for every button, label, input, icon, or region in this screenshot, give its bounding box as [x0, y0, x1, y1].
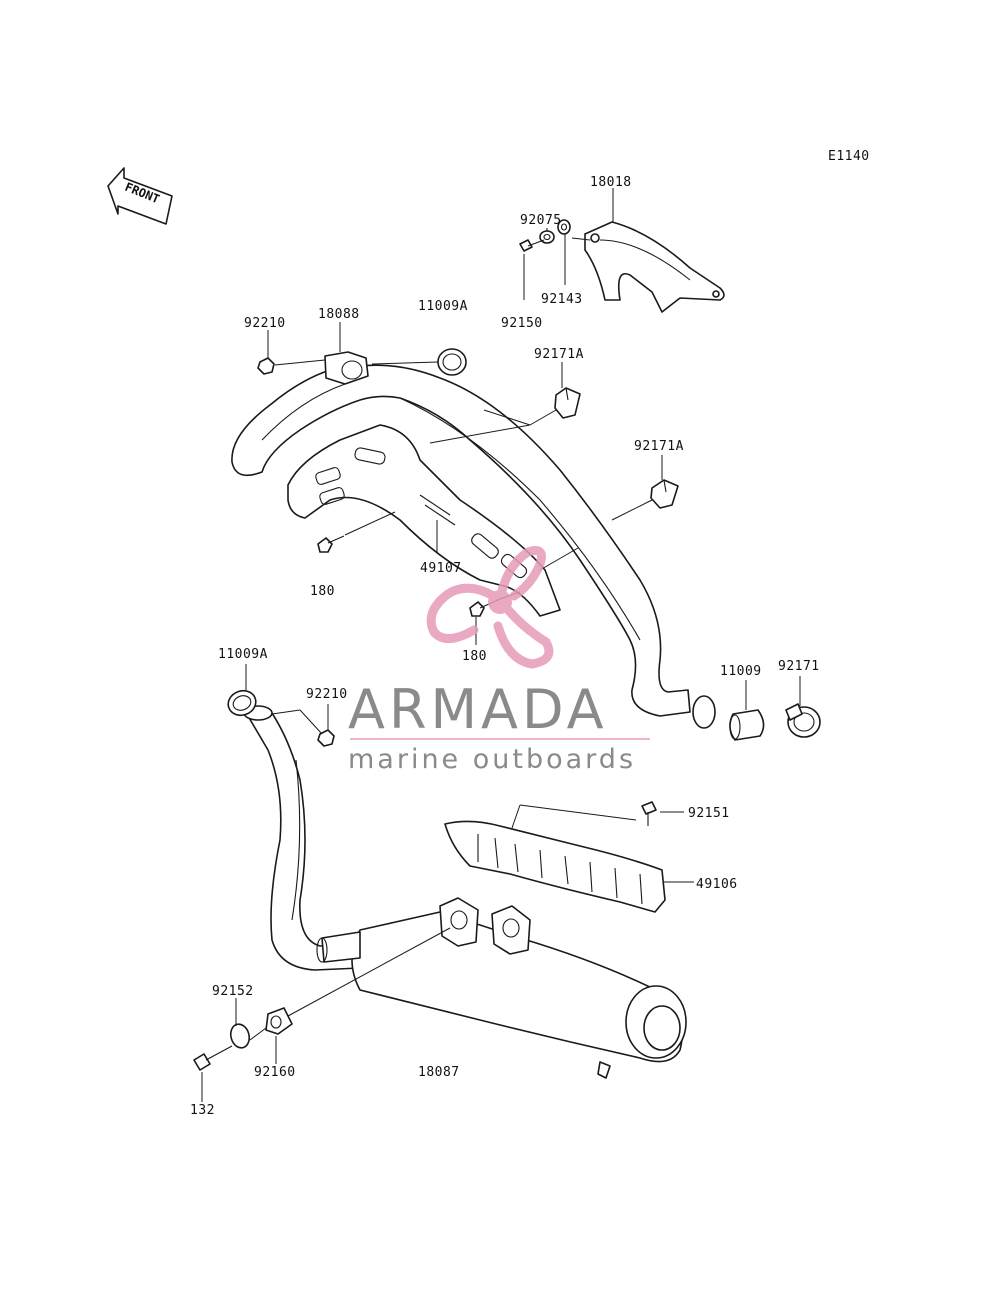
exhaust-pipe-18088	[231, 351, 716, 729]
label-92171A-top: 92171A	[534, 347, 584, 362]
label-92075: 92075	[520, 213, 562, 228]
diagram-code: E1140	[828, 149, 870, 164]
label-92143: 92143	[541, 292, 583, 307]
label-92210-bottom: 92210	[306, 687, 348, 702]
label-92152: 92152	[212, 984, 254, 999]
clamp-92171A-top	[554, 387, 581, 419]
exhaust-pipe-lower	[243, 705, 361, 971]
clamp-92171A-mid	[650, 479, 679, 509]
label-11009A-top: 11009A	[418, 299, 468, 314]
label-92171: 92171	[778, 659, 820, 674]
gasket-11009A-top	[437, 348, 467, 376]
grommet-92160	[265, 1007, 293, 1035]
label-92151: 92151	[688, 806, 730, 821]
label-180-left: 180	[310, 584, 335, 599]
label-92210-top: 92210	[244, 316, 286, 331]
clamp-92171	[785, 703, 821, 738]
heat-guard-49106	[444, 820, 666, 913]
gasket-11009	[729, 709, 765, 741]
bolt-92150	[519, 239, 545, 252]
label-180-center: 180	[462, 649, 487, 664]
watermark-subtitle: marine outboards	[348, 744, 636, 775]
label-18088: 18088	[318, 307, 360, 322]
muffler-18087	[316, 897, 687, 1079]
bolt-132	[193, 1045, 233, 1071]
label-18087: 18087	[418, 1065, 460, 1080]
label-11009A-bottom: 11009A	[218, 647, 268, 662]
label-49106: 49106	[696, 877, 738, 892]
front-arrow-icon: FRONT	[107, 167, 173, 225]
label-92150: 92150	[501, 316, 543, 331]
washer-92143	[557, 219, 571, 235]
heat-guard-bracket-18018	[584, 221, 725, 313]
label-132: 132	[190, 1103, 215, 1118]
washer-92152	[229, 1023, 251, 1049]
propeller-logo-icon	[426, 546, 554, 669]
nut-92210-top	[257, 357, 275, 375]
label-11009: 11009	[720, 664, 762, 679]
armada-logo	[426, 546, 554, 669]
watermark-title: ARMADA	[348, 678, 608, 741]
gasket-11009A-bottom	[227, 689, 257, 717]
bolt-180-left	[317, 535, 345, 553]
bolt-92151	[641, 801, 657, 826]
label-92160: 92160	[254, 1065, 296, 1080]
label-49107: 49107	[420, 561, 462, 576]
label-92171A-mid: 92171A	[634, 439, 684, 454]
label-18018: 18018	[590, 175, 632, 190]
muffler-cover-49107	[287, 424, 561, 617]
